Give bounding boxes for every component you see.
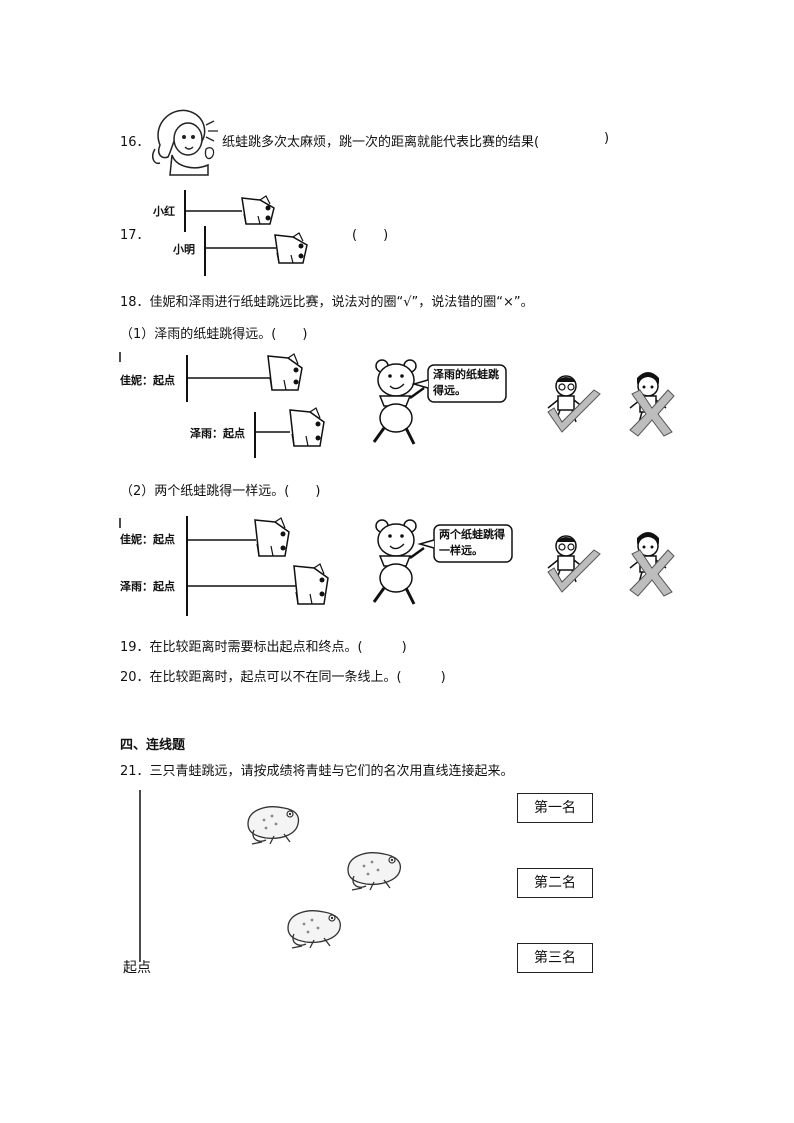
girl-with-cross-icon[interactable] xyxy=(624,532,680,598)
q16-paren-close[interactable]: ) xyxy=(604,131,610,146)
q19-text: 19．在比较距离时需要标出起点和终点。( ) xyxy=(120,640,407,655)
frog-paper-icon xyxy=(293,563,329,605)
frog-paper-icon xyxy=(241,195,275,225)
rank-second-box[interactable]: 第二名 xyxy=(517,868,593,898)
sub2-row-jiani-label: 佳妮：起点 xyxy=(120,533,175,546)
bear-illustration xyxy=(372,519,425,605)
girl-illustration xyxy=(152,109,218,176)
q16-number: 16． xyxy=(120,135,150,150)
sub1-distance-diagram xyxy=(119,352,290,458)
q18-sub1-text: （1）泽雨的纸蛙跳得远。( ) xyxy=(120,327,308,342)
start-label: 起点 xyxy=(123,960,151,976)
sub2-distance-diagram xyxy=(119,516,296,616)
rank-first-box[interactable]: 第一名 xyxy=(517,793,593,823)
q17-number: 17． xyxy=(120,228,150,243)
boy-with-check-icon[interactable] xyxy=(544,372,604,436)
q18-sub2-text: （2）两个纸蛙跳得一样远。( ) xyxy=(120,484,321,499)
frog-paper-icon xyxy=(289,407,325,447)
start-line xyxy=(139,790,141,962)
q17-label-xiaoming: 小明 xyxy=(173,243,195,256)
q16-text: 纸蛙跳多次太麻烦，跳一次的距离就能代表比赛的结果( xyxy=(222,135,540,150)
sub1-row-zeyu-label: 泽雨：起点 xyxy=(190,427,245,440)
frog-icon[interactable] xyxy=(284,904,346,950)
frog-paper-icon xyxy=(274,232,308,264)
q17-label-xiaohong: 小红 xyxy=(153,205,175,218)
boy-with-check-icon[interactable] xyxy=(544,532,604,596)
q18-stem: 18．佳妮和泽雨进行纸蛙跳远比赛，说法对的圈“√”，说法错的圈“×”。 xyxy=(120,295,534,310)
frog-icon[interactable] xyxy=(244,800,304,846)
sub1-row-jiani-label: 佳妮：起点 xyxy=(120,374,175,387)
q17-distance-diagram xyxy=(184,190,276,276)
q21-text: 21．三只青蛙跳远，请按成绩将青蛙与它们的名次用直线连接起来。 xyxy=(120,764,514,779)
bear-illustration xyxy=(372,359,425,445)
sub2-row-zeyu-label: 泽雨：起点 xyxy=(120,580,175,593)
q17-answer-paren[interactable]: ( ) xyxy=(352,228,389,243)
sub2-bubble-text: 两个纸蛙跳得一样远。 xyxy=(439,528,505,557)
frog-icon[interactable] xyxy=(344,846,406,892)
frog-paper-icon xyxy=(267,353,303,391)
rank-third-box[interactable]: 第三名 xyxy=(517,943,593,973)
girl-with-cross-icon[interactable] xyxy=(624,372,680,438)
section4-heading: 四、连线题 xyxy=(120,738,186,753)
sub1-bubble-text: 泽雨的纸蛙跳得远。 xyxy=(433,368,499,397)
speech-bubble xyxy=(411,364,507,403)
q20-text: 20．在比较距离时，起点可以不在同一条线上。( ) xyxy=(120,670,446,685)
frog-paper-icon xyxy=(254,517,290,557)
speech-bubble xyxy=(417,524,513,563)
